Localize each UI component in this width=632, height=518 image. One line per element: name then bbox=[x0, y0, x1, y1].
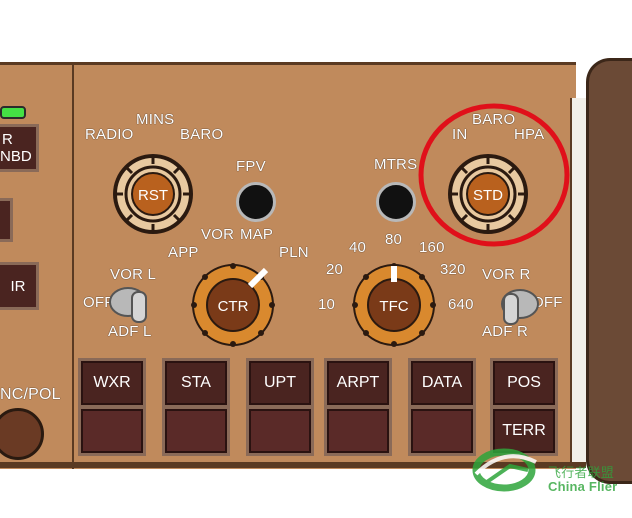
vor-r-label: VOR R bbox=[482, 266, 531, 283]
range-320-label: 320 bbox=[440, 261, 466, 278]
adf-vor-button-line1: R bbox=[2, 131, 13, 148]
adf-vor-button[interactable]: R NBD bbox=[0, 124, 39, 172]
ctr-label: CTR bbox=[218, 298, 249, 315]
vor-l-label: VOR L bbox=[110, 266, 157, 283]
status-led bbox=[0, 106, 26, 119]
rst-label: RST bbox=[138, 187, 168, 204]
mode-selector-knob[interactable]: CTR bbox=[190, 262, 276, 348]
wxr-label: WXR bbox=[93, 374, 131, 391]
wpt-lower-cap[interactable] bbox=[246, 406, 314, 456]
baro-std-knob[interactable]: STD bbox=[446, 152, 530, 236]
mtrs-label: MTRS bbox=[374, 156, 418, 173]
wpt-button[interactable]: UPT bbox=[246, 358, 314, 408]
fpv-button[interactable] bbox=[236, 182, 276, 222]
app-label: APP bbox=[168, 244, 199, 261]
ir-button-label: IR bbox=[10, 277, 26, 295]
data-lower-cap[interactable] bbox=[408, 406, 476, 456]
panel-bottom-edge bbox=[0, 462, 586, 468]
terr-label: TERR bbox=[502, 422, 546, 439]
data-label: DATA bbox=[421, 374, 463, 391]
range-80-label: 80 bbox=[385, 231, 403, 248]
baro-left-label: BARO bbox=[180, 126, 224, 143]
wpt-label: UPT bbox=[264, 374, 296, 391]
minimums-knob[interactable]: RST bbox=[111, 152, 195, 236]
arpt-label: ARPT bbox=[336, 374, 380, 391]
map-label: MAP bbox=[240, 226, 274, 243]
tfc-label: TFC bbox=[379, 298, 408, 315]
std-label: STD bbox=[473, 187, 503, 204]
data-button[interactable]: DATA bbox=[408, 358, 476, 408]
adf-l-label: ADF L bbox=[108, 323, 152, 340]
baro-hpa-label: HPA bbox=[514, 126, 545, 143]
nc-pol-knob[interactable] bbox=[0, 408, 44, 460]
arpt-button[interactable]: ARPT bbox=[324, 358, 392, 408]
arpt-lower-cap[interactable] bbox=[324, 406, 392, 456]
mins-label: MINS bbox=[136, 111, 175, 128]
range-10-label: 10 bbox=[318, 296, 336, 313]
range-selector-knob[interactable]: TFC bbox=[351, 262, 437, 348]
range-160-label: 160 bbox=[419, 239, 445, 256]
watermark-cn: 飞行者联盟 bbox=[548, 465, 615, 480]
radio-label: RADIO bbox=[85, 126, 134, 143]
range-640-label: 640 bbox=[448, 296, 474, 313]
watermark-logo bbox=[472, 448, 537, 492]
nc-pol-label: NC/POL bbox=[0, 386, 61, 403]
vor-mode-label: VOR bbox=[201, 226, 235, 243]
panel-gap bbox=[570, 98, 590, 464]
vor-adf-left-switch[interactable] bbox=[106, 284, 154, 324]
off-left-label: OFF bbox=[83, 294, 114, 311]
baro-in-label: IN bbox=[452, 126, 468, 143]
highlight-circle bbox=[418, 103, 570, 247]
ir-button[interactable]: IR bbox=[0, 262, 39, 310]
range-40-label: 40 bbox=[349, 239, 367, 256]
mtrs-button[interactable] bbox=[376, 182, 416, 222]
wxr-lower-cap[interactable] bbox=[78, 406, 146, 456]
off-right-label: OFF bbox=[532, 294, 563, 311]
fpv-label: FPV bbox=[236, 158, 266, 175]
right-side-block bbox=[586, 58, 632, 484]
wxr-button[interactable]: WXR bbox=[78, 358, 146, 408]
sta-lower-cap[interactable] bbox=[162, 406, 230, 456]
baro-right-label: BARO bbox=[472, 111, 516, 128]
pos-label: POS bbox=[507, 374, 541, 391]
pos-button[interactable]: POS bbox=[490, 358, 558, 408]
watermark-en: China Flier bbox=[548, 479, 618, 494]
sta-label: STA bbox=[181, 374, 211, 391]
adf-vor-button-line2: NBD bbox=[0, 148, 32, 165]
adf-r-label: ADF R bbox=[482, 323, 528, 340]
pln-label: PLN bbox=[279, 244, 309, 261]
small-select-button[interactable] bbox=[0, 198, 13, 242]
vor-adf-right-switch[interactable] bbox=[494, 286, 544, 326]
range-20-label: 20 bbox=[326, 261, 344, 278]
sta-button[interactable]: STA bbox=[162, 358, 230, 408]
